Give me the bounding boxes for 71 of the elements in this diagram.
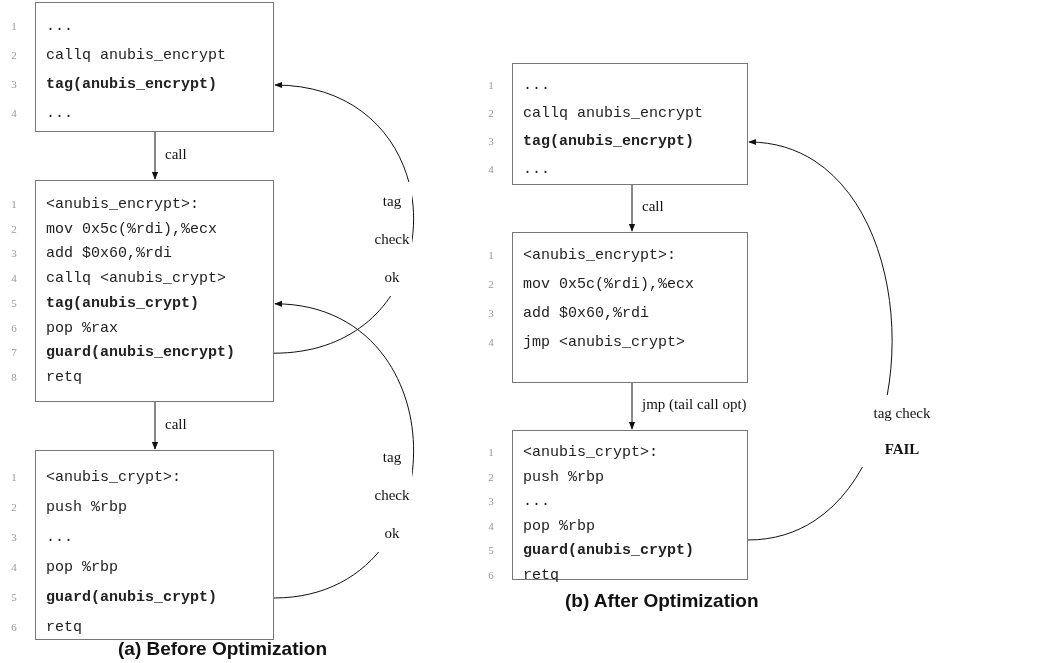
code-line: mov 0x5c(%rdi),%ecx <box>46 220 218 239</box>
line-number: 4 <box>10 272 18 285</box>
code-line: callq <anubis_crypt> <box>46 270 227 289</box>
line-number: 6 <box>10 321 18 334</box>
line-number: 3 <box>10 531 18 543</box>
caption: (a) Before Optimization <box>118 638 327 660</box>
line-number: 3 <box>487 135 495 147</box>
code-line: ... <box>46 105 73 123</box>
line-number: 2 <box>10 222 18 235</box>
code-line: retq <box>46 368 82 387</box>
code-line: <anubis_crypt>: <box>46 469 182 487</box>
line-number: 2 <box>487 278 495 290</box>
code-line: guard(anubis_crypt) <box>523 542 695 560</box>
code-line: push %rbp <box>46 499 127 517</box>
code-line: pop %rax <box>46 319 118 338</box>
code-line: mov 0x5c(%rdi),%ecx <box>523 276 695 294</box>
line-number: 1 <box>487 249 495 261</box>
code-line: jmp <anubis_crypt> <box>523 334 686 352</box>
code-line: ... <box>46 529 73 547</box>
line-number: 5 <box>10 296 18 309</box>
line-number: 4 <box>487 519 495 532</box>
line-number: 3 <box>10 78 18 90</box>
code-line: guard(anubis_crypt) <box>46 589 218 607</box>
arrow <box>151 131 159 180</box>
line-number: 3 <box>10 247 18 260</box>
arrow <box>151 401 159 450</box>
code-line: tag(anubis_encrypt) <box>46 76 218 94</box>
edge-label: tag check ok <box>372 182 412 296</box>
line-number: 1 <box>487 79 495 91</box>
code-line: ... <box>523 493 550 511</box>
code-line: add $0x60,%rdi <box>523 305 650 323</box>
code-line: ... <box>523 161 550 179</box>
line-number: 1 <box>10 471 18 483</box>
code-line: pop %rbp <box>46 559 118 577</box>
code-line: tag(anubis_crypt) <box>46 294 200 313</box>
line-number: 7 <box>10 346 18 359</box>
edge-label: jmp (tail call opt) <box>642 396 747 413</box>
line-number: 4 <box>10 107 18 119</box>
code-line: add $0x60,%rdi <box>46 245 173 264</box>
line-number: 2 <box>487 107 495 119</box>
arrow <box>628 382 636 430</box>
line-number: 6 <box>10 621 18 633</box>
code-line: ... <box>523 77 550 95</box>
line-number: 6 <box>487 568 495 581</box>
line-number: 4 <box>487 163 495 175</box>
code-line: tag(anubis_encrypt) <box>523 133 695 151</box>
line-number: 5 <box>487 544 495 556</box>
line-number: 1 <box>10 20 18 32</box>
line-number: 2 <box>10 49 18 61</box>
code-line: ... <box>46 18 73 36</box>
code-line: <anubis_encrypt>: <box>46 196 200 214</box>
line-number: 2 <box>10 501 18 513</box>
line-number: 3 <box>487 307 495 319</box>
caption: (b) After Optimization <box>565 590 759 612</box>
line-number: 1 <box>10 198 18 210</box>
code-line: guard(anubis_encrypt) <box>46 344 236 363</box>
line-number: 2 <box>487 470 495 483</box>
code-line: retq <box>46 619 82 637</box>
line-number: 4 <box>10 561 18 573</box>
code-line: callq anubis_encrypt <box>46 47 227 65</box>
arrow <box>628 184 636 232</box>
code-line: <anubis_encrypt>: <box>523 247 677 265</box>
code-line: callq anubis_encrypt <box>523 105 704 123</box>
code-line: push %rbp <box>523 468 604 487</box>
line-number: 1 <box>487 446 495 458</box>
line-number: 4 <box>487 336 495 348</box>
line-number: 5 <box>10 591 18 603</box>
code-line: <anubis_crypt>: <box>523 444 659 462</box>
line-number: 3 <box>487 495 495 507</box>
line-number: 8 <box>10 370 18 383</box>
code-line: pop %rbp <box>523 517 595 536</box>
